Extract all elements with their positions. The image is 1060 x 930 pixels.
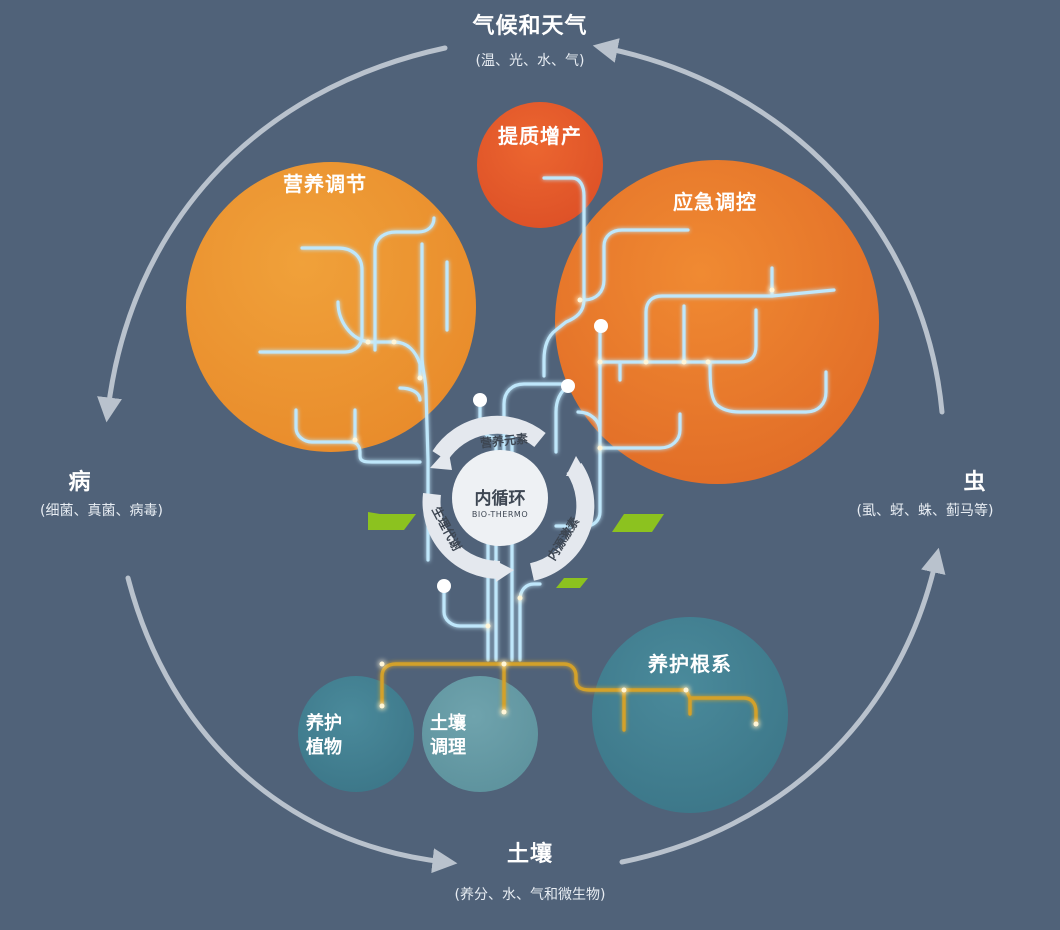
- node-plant-care-line1: 养护: [306, 713, 342, 734]
- circle-plant-care: [298, 676, 414, 792]
- outer-cycle-arrows: [97, 38, 946, 874]
- circle-quality: [477, 102, 603, 228]
- disease-subtitle: (细菌、真菌、病毒): [40, 503, 163, 519]
- inner-arc-top: [432, 415, 546, 462]
- arc-bottom-to-right: [619, 547, 946, 865]
- soil-title: 土壤: [506, 842, 553, 867]
- circle-soil: [422, 676, 538, 792]
- pest-subtitle: (虱、蚜、蛛、蓟马等): [856, 503, 994, 519]
- center-title: 内循环: [474, 489, 526, 509]
- node-quality-label: 提质增产: [498, 124, 582, 148]
- circle-emergency: [555, 160, 879, 484]
- node-soil-label: 土壤 调理: [430, 712, 490, 760]
- center-brand: BIO-THERMO: [471, 510, 529, 519]
- center-hub: [452, 450, 548, 546]
- soil-subtitle: (养分、水、气和微生物): [454, 887, 606, 903]
- node-plant-care-label: 养护 植物: [306, 712, 366, 760]
- root-network: [380, 662, 758, 732]
- leaf-small: [556, 578, 588, 588]
- node-emergency-label: 应急调控: [673, 190, 757, 214]
- climate-title: 气候和天气: [472, 14, 588, 39]
- arc-right-to-top: [592, 38, 945, 415]
- leaves: [368, 512, 664, 588]
- node-root-care-label: 养护根系: [648, 652, 732, 676]
- node-nutrition-label: 营养调节: [283, 172, 367, 196]
- inner-arc-left: [422, 492, 501, 580]
- node-soil-line2: 调理: [430, 737, 466, 758]
- white-dots: [437, 319, 608, 593]
- climate-subtitle: (温、光、水、气): [475, 53, 585, 69]
- glow-dots: [352, 287, 775, 727]
- arc-left-to-bottom: [125, 575, 458, 874]
- circle-nutrition: [186, 162, 476, 452]
- pest-title: 虫: [963, 470, 987, 495]
- node-plant-care-line2: 植物: [306, 737, 342, 758]
- leaf-right: [612, 514, 664, 532]
- leaf-left: [368, 512, 416, 530]
- inner-cycle: [422, 415, 595, 582]
- arc-top-to-left: [97, 45, 448, 423]
- disease-title: 病: [68, 470, 92, 495]
- node-soil-line1: 土壤: [430, 713, 466, 734]
- inner-arc-right: [529, 463, 595, 581]
